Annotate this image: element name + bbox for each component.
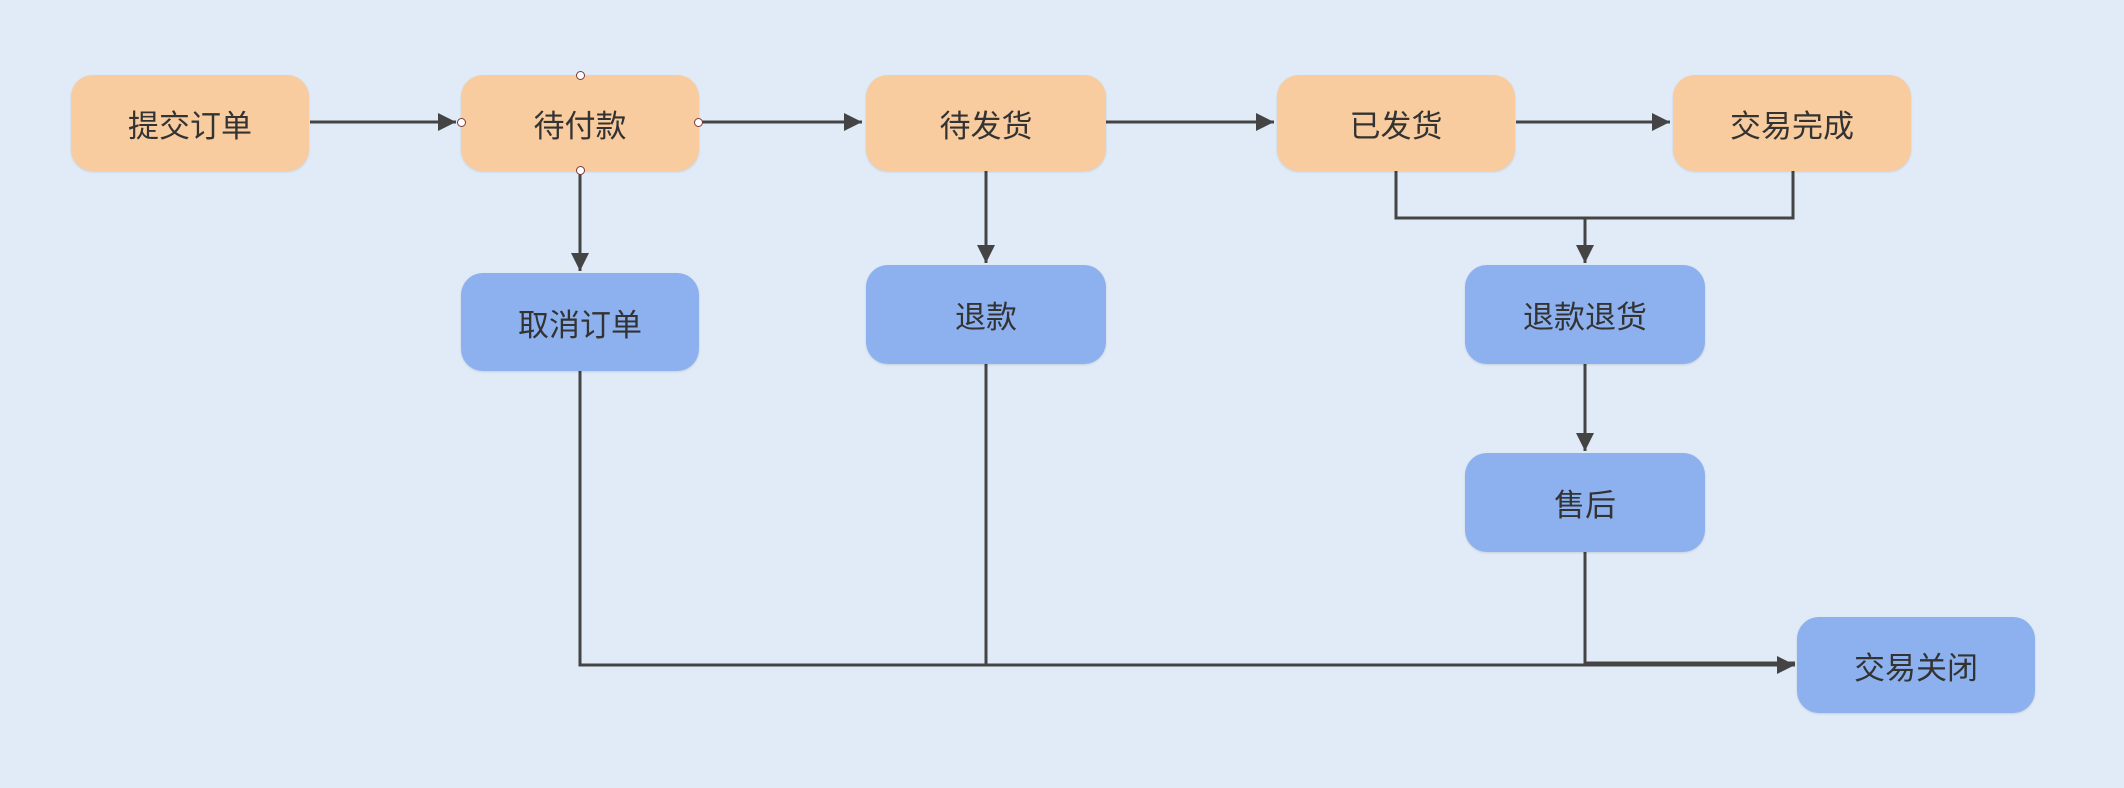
edge-after-sales-to-closed: [1583, 552, 1795, 665]
node-cancel-order[interactable]: 取消订单: [461, 273, 699, 371]
node-completed[interactable]: 交易完成: [1673, 75, 1911, 171]
connection-handle-bottom[interactable]: [576, 166, 585, 175]
node-submit-order[interactable]: 提交订单: [71, 75, 309, 171]
node-refund-return[interactable]: 退款退货: [1465, 265, 1705, 364]
connection-handle-left[interactable]: [457, 118, 466, 127]
node-refund[interactable]: 退款: [866, 265, 1106, 364]
node-shipped[interactable]: 已发货: [1277, 75, 1515, 171]
edge-completed-to-refund-return: [1576, 171, 1795, 263]
connection-handle-top[interactable]: [576, 71, 585, 80]
edge-cancel-to-closed: [578, 371, 1795, 674]
node-after-sales[interactable]: 售后: [1465, 453, 1705, 552]
edge-shipped-to-refund-return: [1394, 171, 1585, 220]
node-pending-payment[interactable]: 待付款: [461, 75, 699, 171]
connection-handle-right[interactable]: [694, 118, 703, 127]
node-pending-ship[interactable]: 待发货: [866, 75, 1106, 171]
node-closed[interactable]: 交易关闭: [1797, 617, 2035, 713]
